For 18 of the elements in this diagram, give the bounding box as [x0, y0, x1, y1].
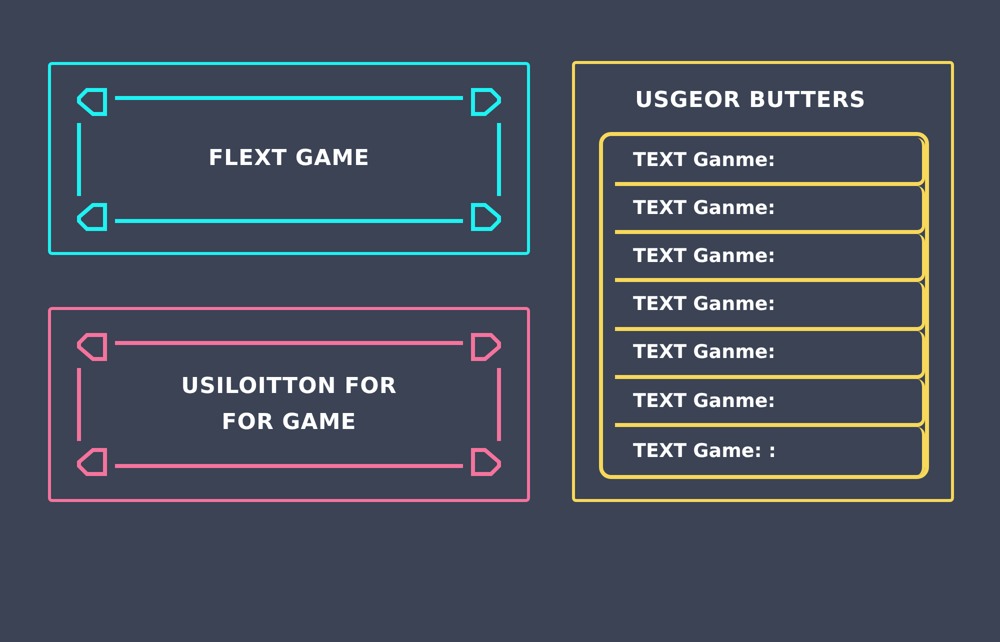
row-text: TEXT Ganme: [633, 340, 776, 366]
row-text: TEXT Ganme: [633, 292, 776, 318]
panel [572, 61, 954, 502]
row-text: TEXT Ganme: [633, 388, 776, 414]
panel-title: USGEOR BUTTERS [635, 87, 866, 115]
row-text: TEXT Game: : [633, 438, 776, 464]
list-box [599, 132, 929, 479]
row-text: TEXT Ganme: [633, 148, 776, 173]
row-text: TEXT Ganme: [633, 196, 776, 221]
list-row [615, 282, 925, 331]
list-row [615, 234, 925, 282]
frame-title: FLEXT GAME [207, 144, 371, 172]
row-text: TEXT Ganme: [633, 244, 776, 270]
list-row [615, 330, 925, 379]
frame-title: USILOITTON FOR FOR GAME [180, 372, 398, 436]
list-row [615, 138, 925, 186]
list-row [615, 378, 925, 427]
list-row [615, 186, 925, 234]
